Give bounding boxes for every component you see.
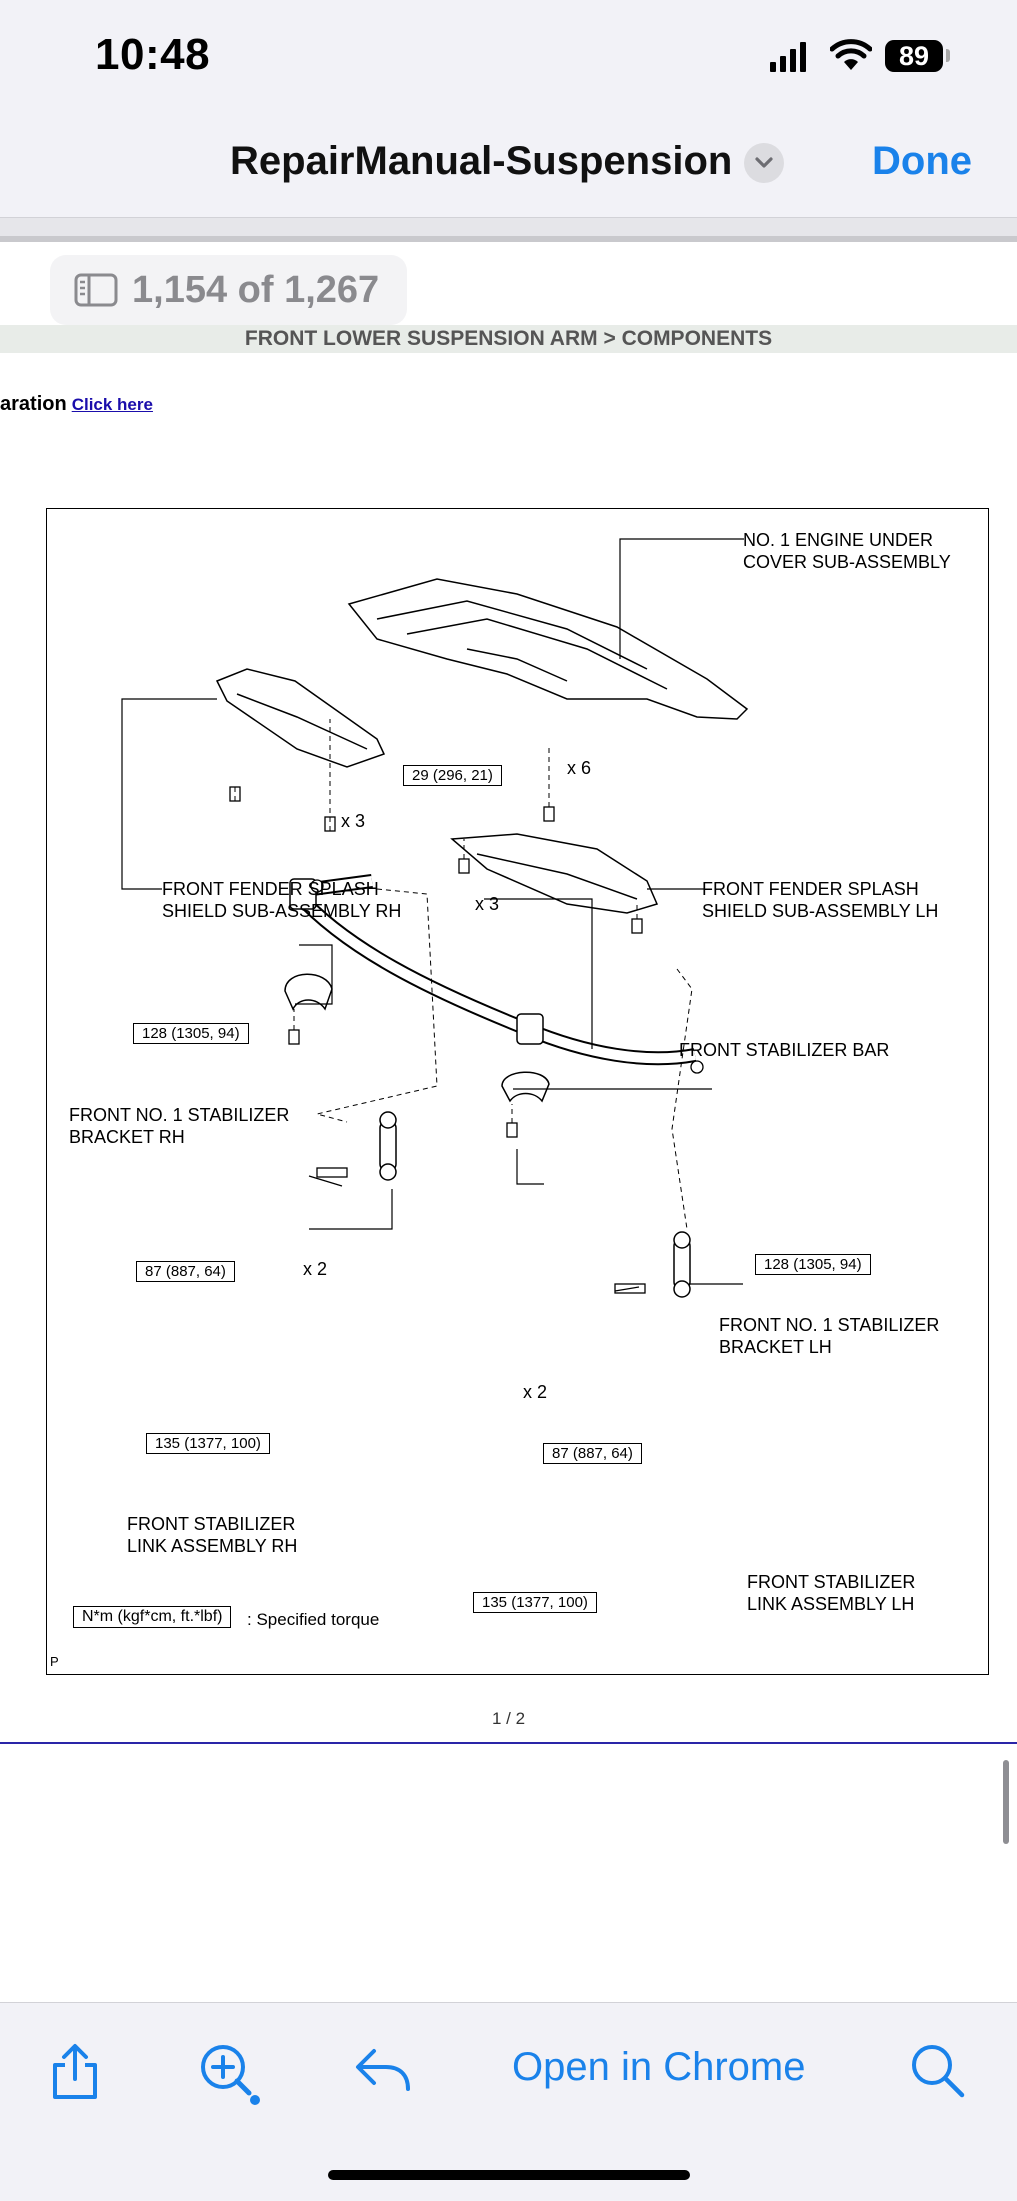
done-button[interactable]: Done bbox=[872, 139, 972, 183]
page-count: 1,154 of 1,267 bbox=[132, 268, 380, 311]
qty-lh-shield-bolts: x 3 bbox=[475, 894, 500, 914]
qty-cover-bolts: x 6 bbox=[567, 758, 592, 778]
battery-cap bbox=[946, 49, 950, 62]
cellular-signal-icon bbox=[770, 42, 806, 72]
status-bar: 10:48 89 bbox=[0, 0, 1017, 115]
bottom-toolbar: Open in Chrome bbox=[0, 2002, 1017, 2201]
torque-bar-lh: 128 (1305, 94) bbox=[755, 1254, 871, 1275]
diagram-drawing bbox=[121, 538, 749, 1298]
bracket-rh-label: FRONT NO. 1 STABILIZER BRACKET RH bbox=[69, 1105, 290, 1147]
torque-bracket-rh: 87 (887, 64) bbox=[136, 1261, 235, 1282]
preparation-label: aration bbox=[0, 393, 67, 415]
status-time: 10:48 bbox=[95, 30, 211, 79]
page-indicator[interactable]: 1,154 of 1,267 bbox=[50, 255, 408, 325]
document-title[interactable]: RepairManual-Suspension bbox=[230, 139, 733, 183]
stabilizer-bar-label: FRONT STABILIZER BAR bbox=[679, 1040, 890, 1060]
bracket-lh-label: FRONT NO. 1 STABILIZER BRACKET LH bbox=[719, 1315, 940, 1357]
figure-corner-mark: P bbox=[50, 1654, 59, 1669]
torque-cover: 29 (296, 21) bbox=[403, 765, 502, 786]
qty-lh-bracket-bolts: x 2 bbox=[523, 1382, 548, 1402]
qty-rh-bracket-bolts: x 2 bbox=[303, 1259, 328, 1279]
share-icon[interactable] bbox=[50, 2043, 100, 2101]
sidebar-icon bbox=[74, 273, 118, 307]
scrollbar[interactable] bbox=[1003, 1760, 1009, 1844]
torque-link-lh: 135 (1377, 100) bbox=[473, 1592, 597, 1613]
components-diagram: NO. 1 ENGINE UNDER COVER SUB-ASSEMBLY FR… bbox=[46, 508, 989, 1675]
title-menu-button[interactable] bbox=[744, 143, 784, 183]
chevron-down-icon bbox=[755, 157, 773, 168]
splash-shield-lh-label: FRONT FENDER SPLASH SHIELD SUB-ASSEMBLY … bbox=[702, 879, 939, 921]
splash-shield-rh-label: FRONT FENDER SPLASH SHIELD SUB-ASSEMBLY … bbox=[162, 879, 402, 921]
nav-bar: RepairManual-Suspension Done bbox=[0, 115, 1017, 218]
document-top-edge bbox=[0, 218, 1017, 242]
engine-under-cover-label: NO. 1 ENGINE UNDER COVER SUB-ASSEMBLY bbox=[743, 530, 951, 572]
qty-rh-shield-bolts: x 3 bbox=[341, 811, 366, 831]
click-here-link[interactable]: Click here bbox=[71, 395, 153, 414]
reply-icon[interactable] bbox=[352, 2043, 412, 2093]
legend-text: : Specified torque bbox=[247, 1610, 380, 1629]
page-number: 1 / 2 bbox=[491, 1709, 526, 1728]
search-icon[interactable] bbox=[910, 2043, 966, 2099]
torque-link-rh: 135 (1377, 100) bbox=[146, 1433, 270, 1454]
battery-indicator: 89 bbox=[885, 40, 943, 72]
torque-bar-rh: 128 (1305, 94) bbox=[133, 1023, 249, 1044]
link-rh-label: FRONT STABILIZER LINK ASSEMBLY RH bbox=[127, 1514, 298, 1556]
torque-bracket-lh: 87 (887, 64) bbox=[543, 1443, 642, 1464]
legend-unit: N*m (kgf*cm, ft.*lbf) bbox=[73, 1606, 232, 1628]
section-header: FRONT LOWER SUSPENSION ARM > COMPONENTS bbox=[0, 325, 1017, 353]
zoom-markup-icon[interactable] bbox=[197, 2043, 261, 2107]
page-divider bbox=[0, 1742, 1017, 1744]
open-in-chrome-button[interactable]: Open in Chrome bbox=[512, 2045, 806, 2089]
wifi-icon bbox=[830, 39, 872, 70]
link-lh-label: FRONT STABILIZER LINK ASSEMBLY LH bbox=[747, 1572, 916, 1614]
home-indicator[interactable] bbox=[328, 2170, 690, 2180]
